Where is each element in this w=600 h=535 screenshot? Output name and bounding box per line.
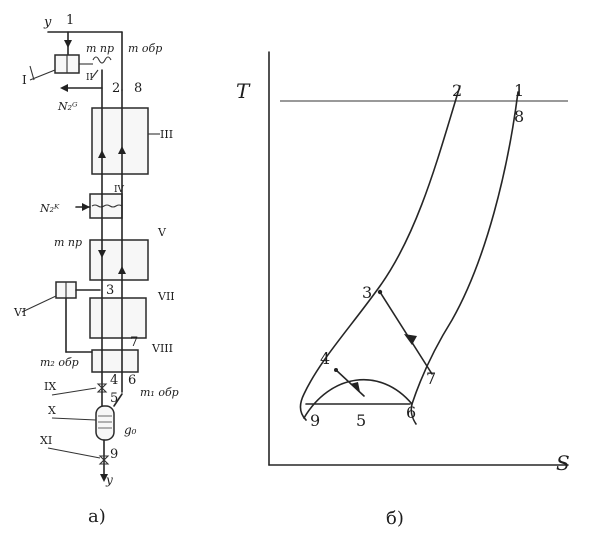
component-iii-label: III [160, 128, 173, 141]
point-8-scheme: 8 [134, 81, 142, 96]
ts-caption: б) [386, 508, 404, 529]
forward-arrow-2-icon [98, 250, 106, 258]
point-3-ts: 3 [362, 283, 372, 302]
component-x-label: X [48, 404, 56, 417]
m-pr-top-label: m пр [86, 42, 114, 55]
m2-obr-label: m₂ обр [40, 356, 79, 369]
n2-top-arrow-icon [60, 84, 68, 92]
n2-mid-arrow-icon [82, 203, 90, 211]
curve-left [299, 85, 461, 421]
point-4-ts: 4 [320, 349, 330, 368]
point-6-ts: 6 [406, 403, 416, 422]
point-5-ts: 5 [356, 411, 366, 430]
component-vi-label: VI [13, 306, 26, 319]
curve-right [410, 91, 519, 425]
return-arrow-1-icon [118, 146, 126, 154]
inlet-y-label: y [43, 15, 52, 30]
leader-xi [47, 447, 101, 459]
point-3-scheme: 3 [106, 283, 114, 298]
line-3-7 [379, 291, 433, 375]
point-8-ts: 8 [514, 107, 524, 126]
point-4-scheme: 4 [110, 373, 118, 388]
g0-label: g₀ [124, 423, 137, 437]
component-xi-label: XI [40, 434, 52, 447]
component-ix-label: IX [44, 380, 56, 393]
point-7-scheme: 7 [130, 335, 138, 350]
vessel-iv [89, 193, 123, 219]
component-iv-label: IV [114, 185, 125, 195]
t-axis-label: T [236, 79, 251, 103]
vessel-liquid-icon [91, 204, 123, 208]
point-9-ts: 9 [310, 411, 320, 430]
point-3-dot [377, 289, 383, 295]
leader-vi [21, 295, 57, 313]
n2-mid-label: N₂ᴷ [39, 202, 60, 215]
separator-vapor-line [113, 393, 123, 407]
outlet-y-label: y [105, 473, 113, 487]
leader-x [51, 417, 97, 421]
point-4-dot [334, 368, 338, 372]
forward-arrow-1-icon [98, 150, 106, 158]
leader-i [29, 69, 56, 81]
component-v-label: V [157, 226, 167, 239]
heat-exchanger-vii [89, 297, 147, 339]
separator-x [95, 405, 115, 441]
label-i-underline [29, 65, 35, 81]
m-obr-top-label: m обр [128, 42, 162, 55]
component-vii-label: VII [157, 290, 175, 303]
component-viii-label: VIII [151, 342, 173, 355]
point-6-scheme: 6 [128, 373, 136, 388]
point-5-scheme: 5 [110, 391, 118, 406]
throttle-xi-icon [98, 455, 110, 465]
arrow-4-5-icon [350, 382, 360, 392]
s-axis-label: S [556, 451, 570, 475]
m-pr-mid-label: m пр [54, 236, 82, 249]
n2-top-label: N₂ᴳ [57, 100, 78, 113]
scheme-caption: а) [88, 506, 106, 527]
arrow-3-7-icon [404, 334, 417, 345]
point-2-scheme: 2 [112, 81, 120, 96]
outlet-arrow-icon [100, 474, 108, 482]
point-2-ts: 2 [452, 81, 462, 100]
process-scheme: y 1 m пр m обр 2 8 N₂ᴳ N₂ᴷ m пр 3 7 m₂ о… [13, 13, 179, 527]
inlet-arrow-icon [64, 40, 72, 48]
point-1-scheme: 1 [66, 13, 74, 28]
m1-obr-label: m₁ обр [140, 386, 179, 399]
line-4-5 [335, 369, 365, 397]
leader-ix [51, 387, 97, 396]
component-ii-label: II [86, 73, 94, 83]
heat-exchanger-iii [91, 107, 149, 175]
ts-diagram: T S 1 2 3 4 5 6 7 8 9 б) [236, 51, 570, 529]
point-7-ts: 7 [426, 369, 436, 388]
point-1-ts: 1 [514, 81, 524, 100]
component-i-label: I [22, 73, 27, 87]
return-arrow-2-icon [118, 266, 126, 274]
leader-ii [91, 69, 99, 79]
heat-exchanger-viii [91, 349, 139, 373]
expander-spring-icon [92, 56, 112, 64]
throttle-ix-icon [96, 383, 108, 393]
point-9-scheme: 9 [110, 447, 118, 462]
